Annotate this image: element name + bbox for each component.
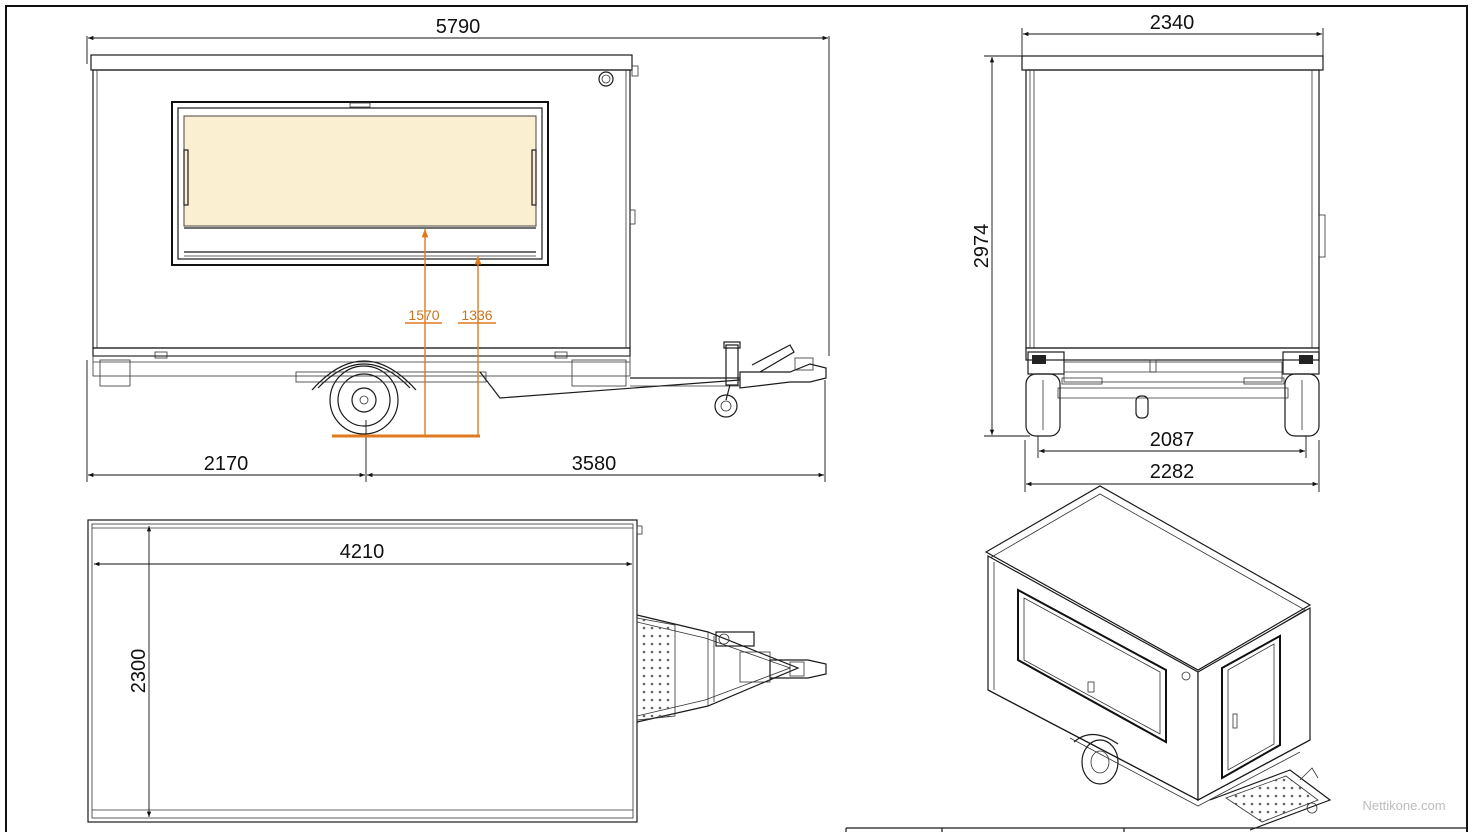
iso-wheel bbox=[1081, 739, 1119, 785]
dim-total-length: 5790 bbox=[436, 16, 481, 38]
iso-serving-window bbox=[1017, 588, 1167, 744]
serving-window-frame bbox=[171, 101, 549, 266]
isometric-view bbox=[984, 485, 1332, 831]
serving-window-hatch bbox=[183, 115, 537, 227]
sheet-border bbox=[5, 5, 1468, 832]
top-view bbox=[87, 519, 827, 823]
jockey-wheel bbox=[714, 394, 738, 418]
side-wheel bbox=[329, 365, 399, 435]
dim-window-bottom-height: 1336 bbox=[461, 307, 492, 323]
dim-body-width: 2300 bbox=[128, 649, 150, 694]
tow-coupling bbox=[739, 363, 827, 389]
top-drawbar bbox=[636, 614, 800, 723]
dim-axle-to-rear: 2170 bbox=[204, 453, 249, 475]
rear-right-wheel bbox=[1284, 373, 1320, 437]
side-view-dimensions: 5790 2170 3580 1570 1336 bbox=[86, 16, 830, 482]
dim-overall-width: 2282 bbox=[1150, 461, 1195, 483]
watermark: Nettikone.com bbox=[1362, 798, 1445, 813]
top-view-dimensions: 4210 2300 bbox=[94, 526, 632, 817]
dim-axle-to-hitch: 3580 bbox=[572, 453, 617, 475]
dim-total-width: 2340 bbox=[1150, 12, 1195, 34]
dim-body-length: 4210 bbox=[340, 541, 385, 563]
rear-view bbox=[1021, 55, 1326, 437]
dim-counter-height: 1570 bbox=[408, 307, 439, 323]
rear-left-wheel bbox=[1025, 373, 1061, 437]
dim-track-width: 2087 bbox=[1150, 429, 1195, 451]
side-view bbox=[90, 54, 827, 435]
rear-view-dimensions: 2340 2974 2087 2282 bbox=[971, 12, 1324, 492]
title-block bbox=[845, 827, 1467, 832]
dim-total-height: 2974 bbox=[971, 224, 993, 269]
iso-door bbox=[1221, 634, 1281, 780]
